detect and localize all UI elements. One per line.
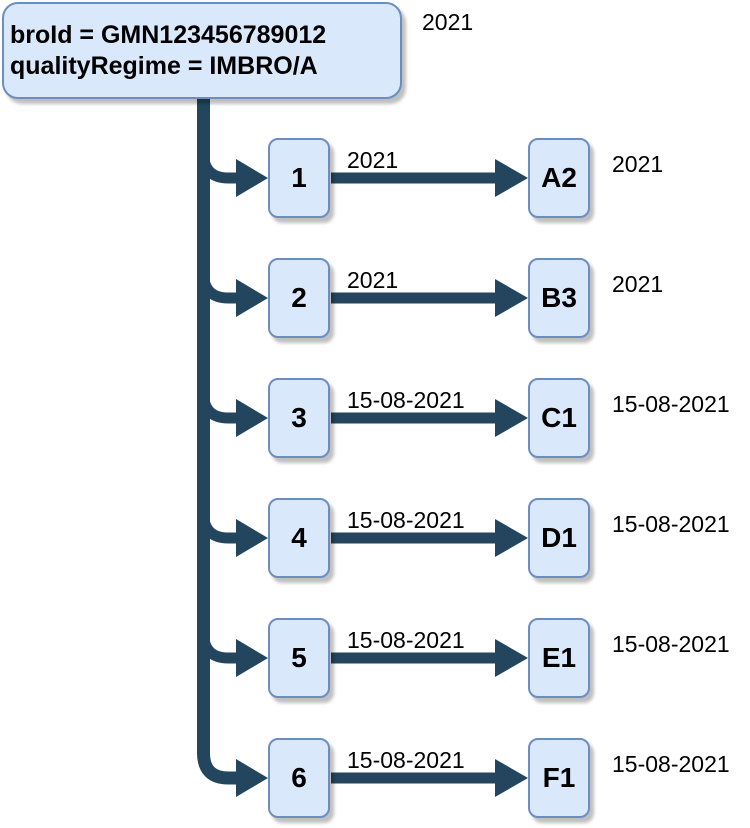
source-node-6: 6 xyxy=(268,738,330,818)
flow-arrowhead-5 xyxy=(495,639,528,677)
source-node-5: 5 xyxy=(268,618,330,698)
branch-arrowhead-3 xyxy=(236,399,268,437)
branch-arrowhead-6 xyxy=(236,759,268,797)
row-annotation-5: 15-08-2021 xyxy=(612,631,730,657)
flow-arrowhead-4 xyxy=(495,519,528,557)
source-node-2-label: 2 xyxy=(291,282,307,313)
target-node-E1-label: E1 xyxy=(541,642,577,673)
row-annotation-4: 15-08-2021 xyxy=(612,511,730,537)
branch-arrowhead-1 xyxy=(236,159,268,197)
branch-connector-1 xyxy=(198,133,237,184)
trunk-connector xyxy=(197,95,237,785)
target-node-B3-label: B3 xyxy=(541,282,577,313)
row-annotation-1: 2021 xyxy=(612,151,664,177)
source-node-4: 4 xyxy=(268,498,330,578)
target-node-B3: B3 xyxy=(528,258,590,338)
row-annotation-6: 15-08-2021 xyxy=(612,751,730,777)
source-node-1-label: 1 xyxy=(291,162,307,193)
flow-arrowhead-3 xyxy=(495,399,528,437)
source-node-3-label: 3 xyxy=(291,402,307,433)
branch-arrowhead-2 xyxy=(236,279,268,317)
edge-label-6: 15-08-2021 xyxy=(347,747,465,773)
row-annotation-3: 15-08-2021 xyxy=(612,391,730,417)
target-node-A2: A2 xyxy=(528,138,590,218)
branch-connector-5 xyxy=(198,613,237,664)
target-node-D1-label: D1 xyxy=(541,522,577,553)
target-node-F1: F1 xyxy=(528,738,590,818)
source-node-1: 1 xyxy=(268,138,330,218)
flow-arrowhead-6 xyxy=(495,759,528,797)
root-node-line2: qualityRegime = IMBRO/A xyxy=(10,51,318,80)
row-annotation-2: 2021 xyxy=(612,271,664,297)
flow-arrowhead-1 xyxy=(495,159,528,197)
target-node-C1-label: C1 xyxy=(541,402,577,433)
edge-label-1: 2021 xyxy=(347,147,399,173)
target-node-D1: D1 xyxy=(528,498,590,578)
source-node-6-label: 6 xyxy=(291,762,307,793)
target-node-E1: E1 xyxy=(528,618,590,698)
branch-arrowhead-4 xyxy=(236,519,268,557)
source-node-2: 2 xyxy=(268,258,330,338)
source-node-4-label: 4 xyxy=(291,522,307,553)
root-node-line1: broId = GMN123456789012 xyxy=(10,20,327,49)
edge-label-3: 15-08-2021 xyxy=(347,387,465,413)
edge-label-5: 15-08-2021 xyxy=(347,627,465,653)
branch-connector-3 xyxy=(198,373,237,424)
root-annotation: 2021 xyxy=(422,9,474,35)
branch-arrowhead-5 xyxy=(236,639,268,677)
target-node-A2-label: A2 xyxy=(541,162,577,193)
branch-connector-4 xyxy=(198,493,237,544)
target-node-F1-label: F1 xyxy=(542,762,576,793)
branch-connector-2 xyxy=(198,253,237,304)
edge-label-4: 15-08-2021 xyxy=(347,507,465,533)
flow-arrowhead-2 xyxy=(495,279,528,317)
edge-label-2: 2021 xyxy=(347,267,399,293)
target-node-C1: C1 xyxy=(528,378,590,458)
root-node: broId = GMN123456789012 qualityRegime = … xyxy=(2,2,402,99)
source-node-3: 3 xyxy=(268,378,330,458)
source-node-5-label: 5 xyxy=(291,642,307,673)
